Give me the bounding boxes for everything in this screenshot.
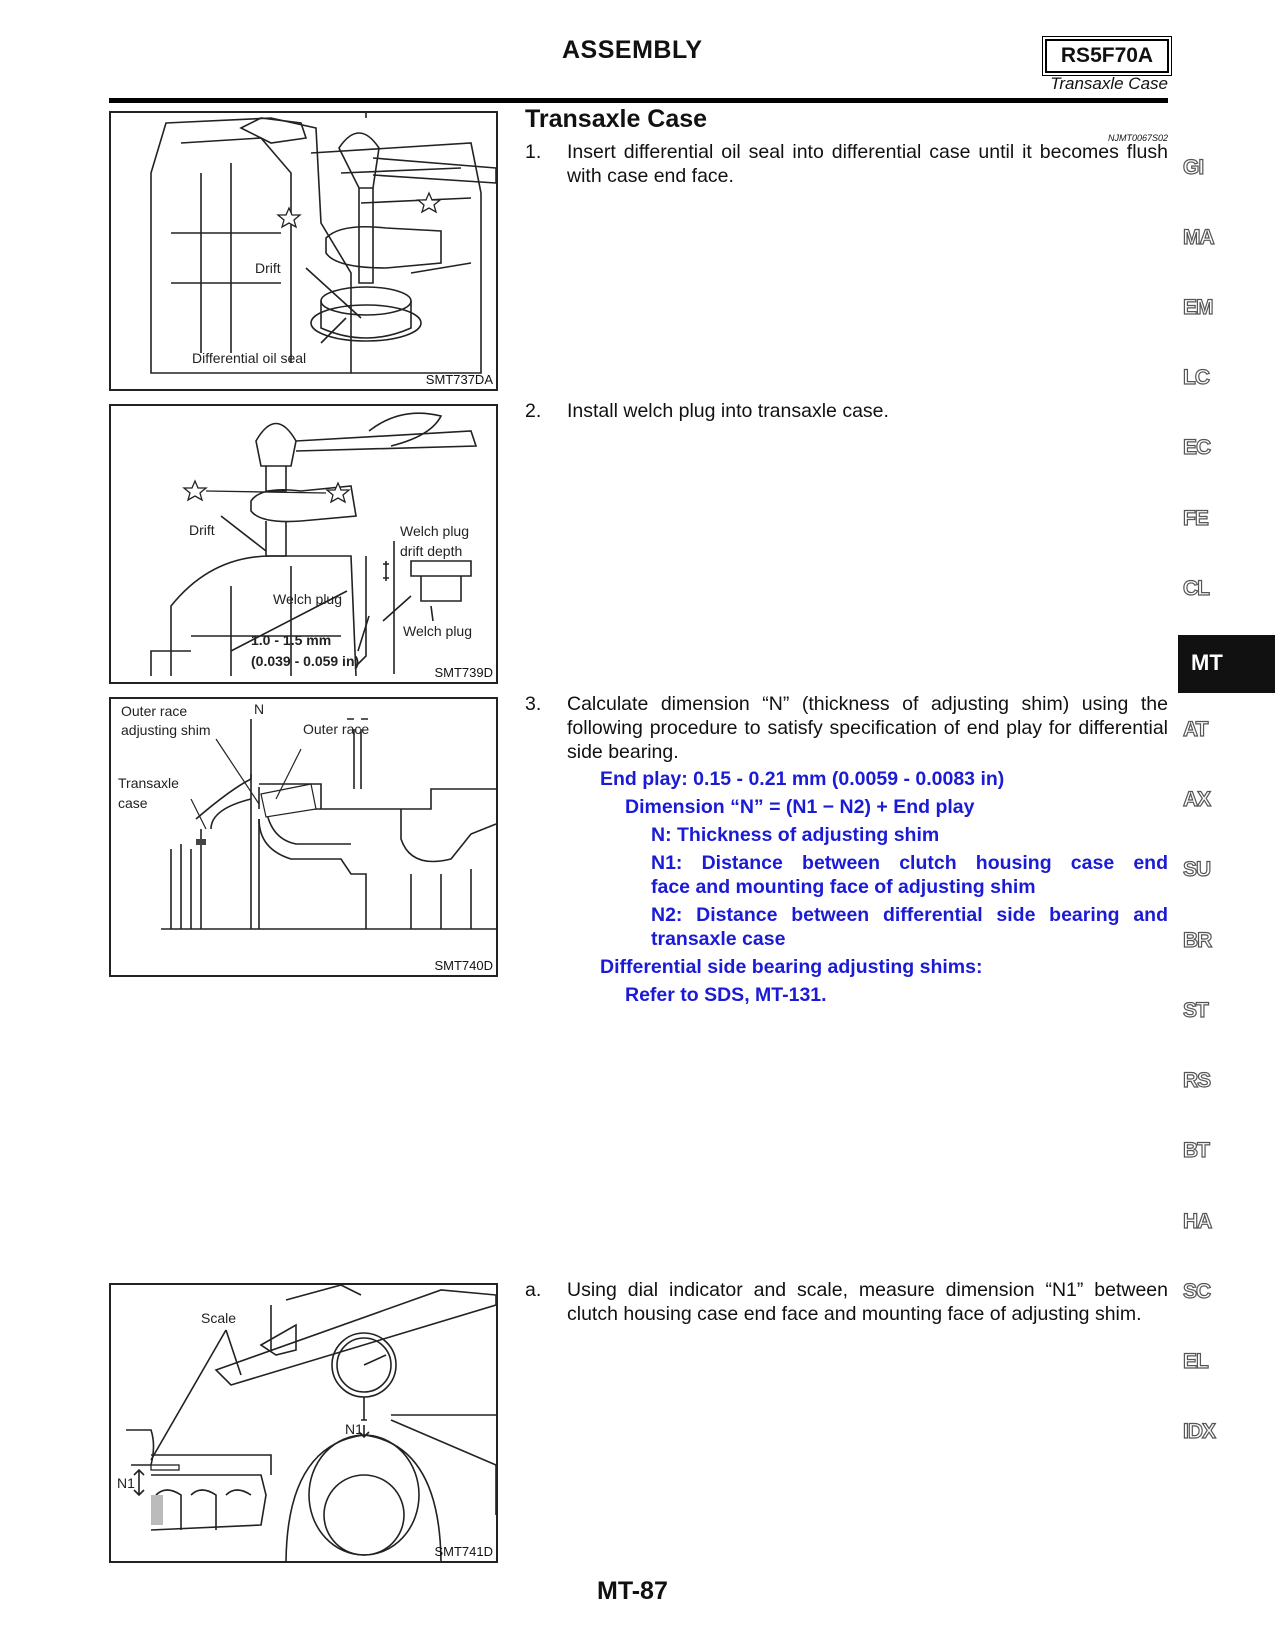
side-tab-el[interactable]: EL (1182, 1349, 1209, 1373)
spec-n-definition: N: Thickness of adjusting shim (651, 824, 940, 846)
fig1-label-drift: Drift (255, 260, 281, 276)
page-header-title: ASSEMBLY (562, 36, 703, 64)
step-1-text: Insert differential oil seal into differ… (567, 141, 1168, 187)
side-tab-rs[interactable]: RS (1182, 1068, 1211, 1092)
side-tab-lc[interactable]: LC (1182, 365, 1210, 389)
side-tab-idx[interactable]: IDX (1182, 1419, 1216, 1443)
fig3-label-transaxle: Transaxle (118, 775, 179, 791)
fig3-code: SMT740D (434, 958, 493, 973)
side-tab-br[interactable]: BR (1182, 928, 1213, 952)
spec-end-play: End play: 0.15 - 0.21 mm (0.0059 - 0.008… (600, 768, 1005, 790)
spec-shims-title: Differential side bearing adjusting shim… (600, 956, 983, 978)
header-subtitle: Transaxle Case (1050, 74, 1168, 93)
figure-measure-n1: Scale N1 N1 SMT741D (109, 1283, 498, 1563)
fig1-code: SMT737DA (425, 372, 493, 387)
side-tab-mt-active[interactable]: MT (1178, 635, 1275, 693)
header-rule (109, 98, 1168, 103)
fig1-label-oil-seal: Differential oil seal (192, 350, 307, 366)
fig2-label-welch-plug-3: Welch plug (403, 623, 473, 639)
fig2-label-drift: Drift (189, 522, 215, 538)
fig4-label-n1-shim: N1 (117, 1475, 135, 1491)
oil-seal-illustration (150, 113, 496, 374)
fig3-label-n: N (254, 701, 265, 717)
spec-n1-definition-line2: face and mounting face of adjusting shim (651, 876, 1036, 898)
model-code-box: RS5F70A (1042, 36, 1172, 76)
fig2-label-welch-plug-2: Welch plug (400, 523, 470, 539)
fig3-label-outer-race-2: Outer race (303, 721, 370, 737)
figure-dimension-n: Outer race adjusting shim N Outer race T… (109, 697, 498, 977)
spec-n2-definition-line2: transaxle case (651, 928, 786, 950)
fig2-label-depth-in: (0.039 - 0.059 in) (251, 653, 360, 669)
welch-plug-illustration (150, 412, 478, 677)
reference-code: NJMT0067S02 (1107, 133, 1168, 143)
fig4-label-n1-dial: N1 (345, 1421, 363, 1437)
step-a-text: Using dial indicator and scale, measure … (567, 1279, 1168, 1325)
step-1-number: 1. (525, 141, 542, 163)
side-tab-ax[interactable]: AX (1182, 787, 1211, 811)
side-tab-em[interactable]: EM (1182, 295, 1214, 319)
fig2-label-welch-plug-1: Welch plug (273, 591, 343, 607)
side-tab-st[interactable]: ST (1182, 998, 1209, 1022)
side-tab-fe[interactable]: FE (1182, 506, 1209, 530)
fig2-label-drift-depth: drift depth (400, 543, 463, 559)
side-tab-ha[interactable]: HA (1182, 1209, 1213, 1233)
fig3-label-adjusting-shim: adjusting shim (121, 722, 211, 738)
fig2-label-depth-mm: 1.0 - 1.5 mm (251, 632, 332, 648)
page-number: MT-87 (597, 1577, 668, 1605)
side-tab-at[interactable]: AT (1182, 717, 1209, 741)
spec-shims-ref: Refer to SDS, MT-131. (625, 984, 827, 1006)
figure-welch-plug-install: Drift Welch plug Welch plug drift depth … (109, 404, 498, 684)
spec-n1-definition-line1: N1: Distance between clutch housing case… (651, 852, 1168, 874)
fig4-label-scale: Scale (201, 1310, 237, 1326)
figure-oil-seal-install: Drift Differential oil seal SMT737DA (109, 111, 498, 391)
step-3-text: Calculate dimension “N” (thickness of ad… (567, 693, 1168, 763)
side-tab-su[interactable]: SU (1182, 857, 1211, 881)
fig3-label-case: case (118, 795, 148, 811)
side-tab-sc[interactable]: SC (1182, 1279, 1211, 1303)
fig4-code: SMT741D (434, 1544, 493, 1559)
fig3-label-outer-race-1: Outer race (121, 703, 188, 719)
step-2-number: 2. (525, 400, 542, 422)
section-title: Transaxle Case (525, 105, 708, 133)
side-tab-gi[interactable]: GI (1182, 155, 1204, 179)
step-a-number: a. (525, 1279, 542, 1301)
fig2-code: SMT739D (434, 665, 493, 680)
side-tab-cl[interactable]: CL (1182, 576, 1210, 600)
step-3-number: 3. (525, 693, 542, 715)
side-tab-ec[interactable]: EC (1182, 435, 1211, 459)
step-2-text: Install welch plug into transaxle case. (567, 400, 889, 422)
dimension-n-illustration (161, 718, 496, 930)
measure-n1-illustration (126, 1285, 496, 1561)
side-tab-bt[interactable]: BT (1182, 1138, 1210, 1162)
side-tab-ma[interactable]: MA (1182, 225, 1215, 249)
spec-dimension-n: Dimension “N” = (N1 − N2) + End play (625, 796, 975, 818)
spec-n2-definition-line1: N2: Distance between differential side b… (651, 904, 1168, 926)
side-tab-mt-label: MT (1191, 650, 1223, 675)
